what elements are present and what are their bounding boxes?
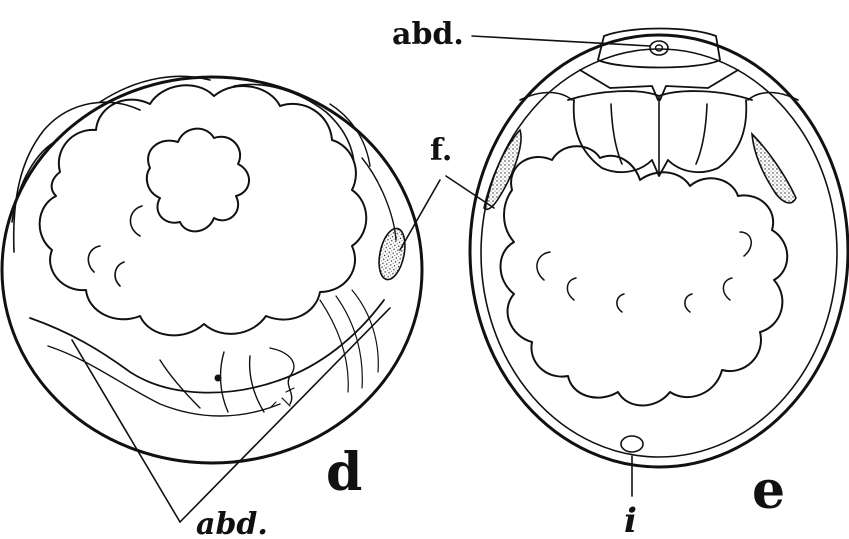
label-abd-top: abd.	[392, 17, 464, 52]
embryo-e-abdominal-pore	[650, 41, 668, 55]
embryo-e	[470, 29, 848, 468]
label-abd-bottom: abd.	[196, 507, 268, 539]
label-i: i	[624, 501, 637, 539]
label-d: d	[326, 442, 362, 503]
embryo-e-fat-body-right	[752, 134, 796, 203]
labels: abd. f. abd. d e i	[196, 17, 785, 539]
embryo-d	[2, 76, 422, 463]
embryo-e-pore-i	[621, 436, 643, 452]
label-f: f.	[430, 133, 452, 168]
embryo-d-fat-body	[375, 226, 409, 282]
leader-abd-bottom-left	[72, 340, 180, 522]
embryo-d-inner-cells	[147, 129, 249, 232]
leader-f-right	[446, 176, 494, 208]
label-e: e	[752, 460, 785, 521]
embryo-d-dot	[215, 375, 222, 382]
embryo-d-membrane	[14, 102, 140, 252]
embryo-d-yolk-mass	[40, 85, 367, 335]
embryo-d-germ-band	[30, 300, 384, 393]
embryo-e-yolk-mass	[501, 146, 788, 405]
